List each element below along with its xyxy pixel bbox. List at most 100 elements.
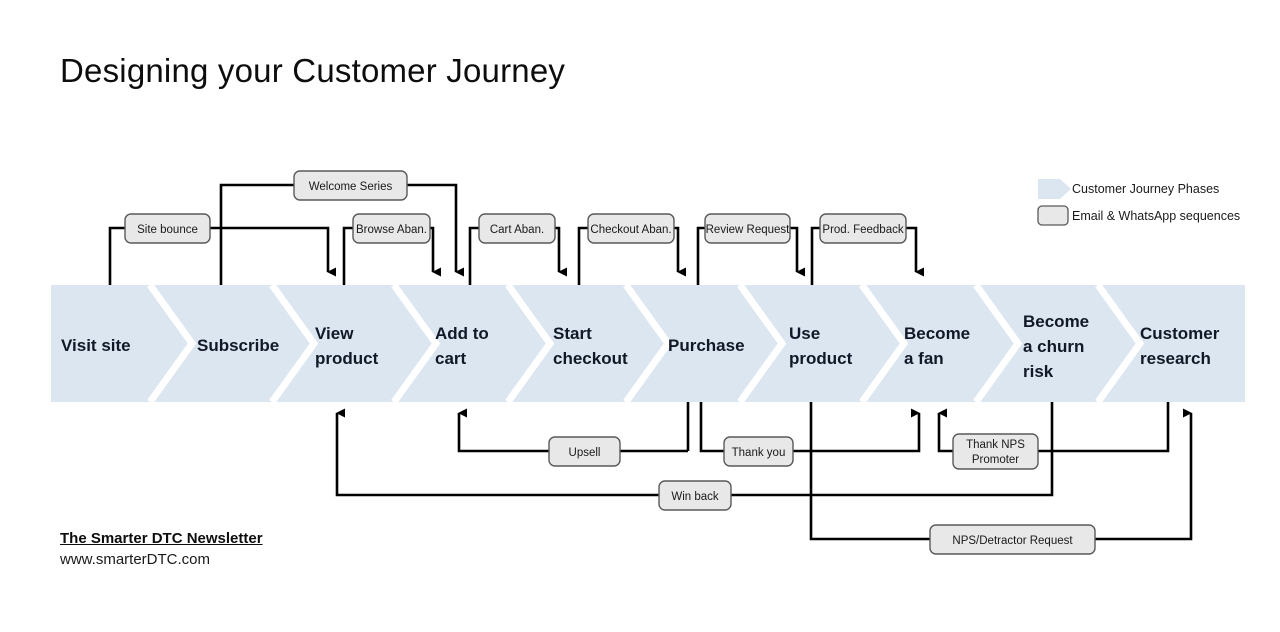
sequence-box-browse-aban[interactable]: Browse Aban. (352, 213, 431, 244)
sequence-box-label: Win back (671, 491, 719, 503)
phase-label-line1: View (315, 324, 354, 343)
page-title: Designing your Customer Journey (60, 52, 566, 89)
connector-thanknps-out-left (937, 408, 953, 453)
connector-prod-feedback-in (810, 226, 820, 285)
connector-upsell-out-left (457, 408, 549, 453)
legend-item-customer-journey-phases: Customer Journey Phases (1038, 179, 1219, 199)
phase-label-line1: Become (1023, 312, 1089, 331)
connector-winback-in-right (731, 402, 1054, 497)
footer-website: www.smarterDTC.com (60, 551, 211, 568)
legend-label: Customer Journey Phases (1072, 182, 1219, 196)
connector-review-request-out (790, 226, 805, 277)
phase-visit-site[interactable]: Visit site (61, 336, 131, 355)
phase-subscribe[interactable]: Subscribe (197, 336, 279, 355)
phase-band-background (51, 285, 1245, 402)
top-connectors (108, 183, 924, 285)
sequence-box-cart-aban[interactable]: Cart Aban. (478, 213, 556, 244)
bottom-connectors (335, 402, 1193, 541)
phase-add-to-cart[interactable]: Add to cart (435, 324, 489, 368)
connector-browse-aban-out (430, 226, 441, 277)
top-sequence-boxes: Site bounce Welcome Series Browse Aban. … (124, 170, 907, 244)
sequence-box-site-bounce[interactable]: Site bounce (124, 213, 211, 244)
legend: Customer Journey Phases Email & WhatsApp… (1037, 179, 1240, 226)
phase-label-line2: cart (435, 349, 467, 368)
phase-view-product[interactable]: View product (315, 324, 379, 368)
phase-label-line3: risk (1023, 362, 1054, 381)
connector-browse-aban-in (342, 226, 353, 285)
phase-purchase[interactable]: Purchase (668, 336, 745, 355)
sequence-box-label: Browse Aban. (356, 224, 427, 236)
phase-label-line1: Customer (1140, 324, 1220, 343)
phase-label-line1: Become (904, 324, 970, 343)
footer-newsletter-name: The Smarter DTC Newsletter (60, 530, 263, 547)
phase-label: Subscribe (197, 336, 279, 355)
sequence-box-win-back[interactable]: Win back (658, 480, 732, 511)
phase-label: Purchase (668, 336, 745, 355)
connector-site-bounce-in (108, 226, 125, 285)
sequence-box-welcome-series[interactable]: Welcome Series (293, 170, 408, 201)
connector-cart-aban-in (468, 226, 479, 285)
sequence-box-prod-feedback[interactable]: Prod. Feedback (819, 213, 907, 244)
sequence-box-label: Upsell (569, 447, 601, 459)
phase-label: Visit site (61, 336, 131, 355)
phase-become-churn-risk[interactable]: Become a churn risk (1023, 312, 1089, 381)
sequence-box-shape (478, 213, 556, 244)
phase-customer-research[interactable]: Customer research (1140, 324, 1220, 368)
phase-become-a-fan[interactable]: Become a fan (904, 324, 970, 368)
sequence-box-label: Site bounce (137, 224, 198, 236)
phase-label-line2: research (1140, 349, 1211, 368)
sequence-box-nps-detractor-request[interactable]: NPS/Detractor Request (929, 524, 1096, 555)
legend-chevron-swatch (1038, 179, 1071, 199)
sequence-box-label: Prod. Feedback (822, 224, 903, 236)
sequence-box-shape (952, 433, 1039, 470)
sequence-box-thank-nps-promoter[interactable]: Thank NPS Promoter (952, 433, 1039, 470)
legend-rect-swatch (1037, 205, 1069, 226)
connector-thankyou-out (793, 408, 921, 453)
phase-band: Visit site Subscribe View product Add to… (51, 282, 1245, 405)
sequence-box-shape (658, 480, 732, 511)
sequence-box-label: Welcome Series (309, 181, 393, 193)
legend-item-email-whatsapp-sequences: Email & WhatsApp sequences (1037, 205, 1240, 226)
sequence-box-shape (352, 213, 431, 244)
phase-label-line2: a churn (1023, 337, 1084, 356)
sequence-box-shape (124, 213, 211, 244)
phase-use-product[interactable]: Use product (789, 324, 853, 368)
connector-winback-out-left (335, 408, 659, 497)
sequence-box-checkout-aban[interactable]: Checkout Aban. (587, 213, 675, 244)
sequence-box-upsell[interactable]: Upsell (548, 436, 621, 467)
connector-site-bounce-out (210, 226, 336, 277)
sequence-box-thank-you[interactable]: Thank you (723, 436, 794, 467)
sequence-box-label-line2: Promoter (972, 454, 1019, 466)
sequence-box-label: Checkout Aban. (590, 224, 671, 236)
sequence-box-label: Cart Aban. (490, 224, 544, 236)
sequence-box-label: NPS/Detractor Request (952, 535, 1073, 547)
connector-thankyou-in (699, 402, 724, 453)
sequence-box-label: Review Request (706, 224, 791, 236)
connector-checkout-aban-in (577, 226, 588, 285)
phase-label-line2: product (315, 349, 379, 368)
connector-welcome-series-in (219, 183, 294, 285)
sequence-box-shape (929, 524, 1096, 555)
connector-checkout-aban-out (674, 226, 686, 277)
connector-nps-in-left (809, 402, 930, 541)
phase-label-line2: checkout (553, 349, 628, 368)
bottom-sequence-boxes: Upsell Thank you Thank NPS Promoter Win … (548, 433, 1096, 555)
sequence-box-shape (704, 213, 791, 244)
footer: The Smarter DTC Newsletter www.smarterDT… (60, 528, 263, 570)
legend-label: Email & WhatsApp sequences (1072, 209, 1240, 223)
sequence-box-shape (819, 213, 907, 244)
sequence-box-label: Thank you (732, 447, 786, 459)
sequence-box-review-request[interactable]: Review Request (704, 213, 791, 244)
phase-label-line2: product (789, 349, 853, 368)
phase-label-line1: Use (789, 324, 820, 343)
phase-label-line1: Start (553, 324, 592, 343)
sequence-box-shape (293, 170, 408, 201)
sequence-box-shape (548, 436, 621, 467)
phase-label-line1: Add to (435, 324, 489, 343)
connector-welcome-series-out (407, 183, 464, 277)
phase-start-checkout[interactable]: Start checkout (553, 324, 628, 368)
connector-prod-feedback-out (906, 226, 924, 277)
connector-nps-out-right (1095, 408, 1193, 541)
